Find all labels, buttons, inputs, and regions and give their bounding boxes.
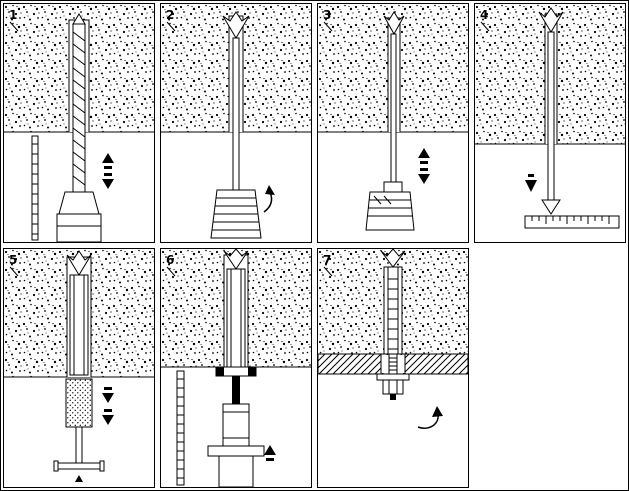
- bolt-shaft-icon: [388, 353, 398, 375]
- panel-7-illustration: 7: [318, 249, 468, 429]
- step-number: 2: [166, 8, 174, 22]
- pump-nozzle-icon: [390, 33, 397, 183]
- number-tick: [9, 266, 19, 277]
- hammer-drill-bit-icon: [72, 13, 86, 193]
- setting-tool-grip-icon: [65, 378, 93, 428]
- panel-step-3: 3: [317, 3, 469, 243]
- drop-in-anchor-icon: [383, 266, 403, 355]
- down-arrows-icon: [102, 387, 114, 425]
- row-top: 1 2: [3, 3, 626, 243]
- number-tick: [323, 21, 333, 32]
- squeeze-arrow-icon: [263, 185, 275, 213]
- dust-spray-icon: [222, 11, 250, 39]
- depth-gauge-icon: [31, 135, 39, 241]
- up-down-arrows-icon: [102, 153, 114, 189]
- anchor-head-icon: [66, 250, 92, 276]
- up-down-arrows-icon: [418, 148, 430, 184]
- panel-6-illustration: 6: [161, 249, 311, 487]
- panel-step-6: 6: [160, 248, 312, 488]
- blow-out-pump-icon: [365, 181, 415, 231]
- step-number: 5: [9, 253, 17, 267]
- dust-spray-icon: [383, 11, 405, 36]
- up-arrow-icon: [264, 445, 276, 461]
- insertion-arrow-tip: [541, 199, 561, 215]
- setting-tool-rod-icon: [232, 376, 240, 404]
- tool-base-icon: [207, 445, 265, 457]
- anchor-head-icon: [223, 249, 249, 270]
- number-tick: [480, 21, 490, 32]
- step-number: 1: [9, 8, 17, 22]
- panel-step-4: 4: [474, 3, 626, 243]
- number-tick: [166, 266, 176, 277]
- drill-chuck-icon: [56, 191, 102, 242]
- vertical-ruler-icon: [176, 370, 185, 486]
- row-bottom: 5: [3, 248, 626, 488]
- setting-tool-body-icon: [222, 403, 250, 447]
- setting-tool-collar-icon: [215, 366, 257, 377]
- up-arrow-icon: [75, 475, 83, 482]
- drop-in-anchor-icon: [69, 274, 89, 376]
- step-number: 3: [323, 8, 331, 22]
- panel-3-illustration: 3: [318, 4, 468, 231]
- anchor-head-icon: [538, 7, 564, 33]
- panel-4-illustration: 4: [475, 4, 625, 229]
- pump-nozzle-icon: [232, 37, 240, 191]
- tool-stand-icon: [218, 455, 254, 487]
- blow-out-pump-icon: [210, 189, 262, 239]
- torque-arrow-icon: [417, 406, 443, 429]
- depth-ruler-icon: [524, 215, 620, 229]
- fixture-hole-outline: [380, 354, 406, 374]
- step-number: 6: [166, 253, 174, 267]
- empty-cell: [474, 248, 626, 488]
- insertion-arrow-icon: [525, 174, 537, 192]
- panel-step-1: 1: [3, 3, 155, 243]
- setting-tool-handle-icon: [53, 460, 105, 472]
- number-tick: [166, 21, 176, 32]
- panel-2-illustration: 2: [161, 4, 311, 239]
- panel-step-5: 5: [3, 248, 155, 488]
- panel-step-7: 7: [317, 248, 469, 488]
- washer-icon: [376, 373, 410, 381]
- step-number: 4: [480, 8, 488, 22]
- number-tick: [9, 21, 19, 32]
- anchor-head-icon: [380, 249, 406, 268]
- number-tick: [323, 266, 333, 277]
- anchor-shaft-icon: [547, 31, 555, 201]
- hex-bolt-head-icon: [382, 379, 404, 395]
- step-number: 7: [323, 253, 331, 267]
- setting-tool-shaft-icon: [75, 426, 83, 464]
- panel-step-2: 2: [160, 3, 312, 243]
- bolt-tip: [390, 394, 396, 400]
- drop-in-anchor-icon: [226, 268, 246, 368]
- panel-1-illustration: 1: [4, 4, 154, 242]
- panel-5-illustration: 5: [4, 249, 154, 482]
